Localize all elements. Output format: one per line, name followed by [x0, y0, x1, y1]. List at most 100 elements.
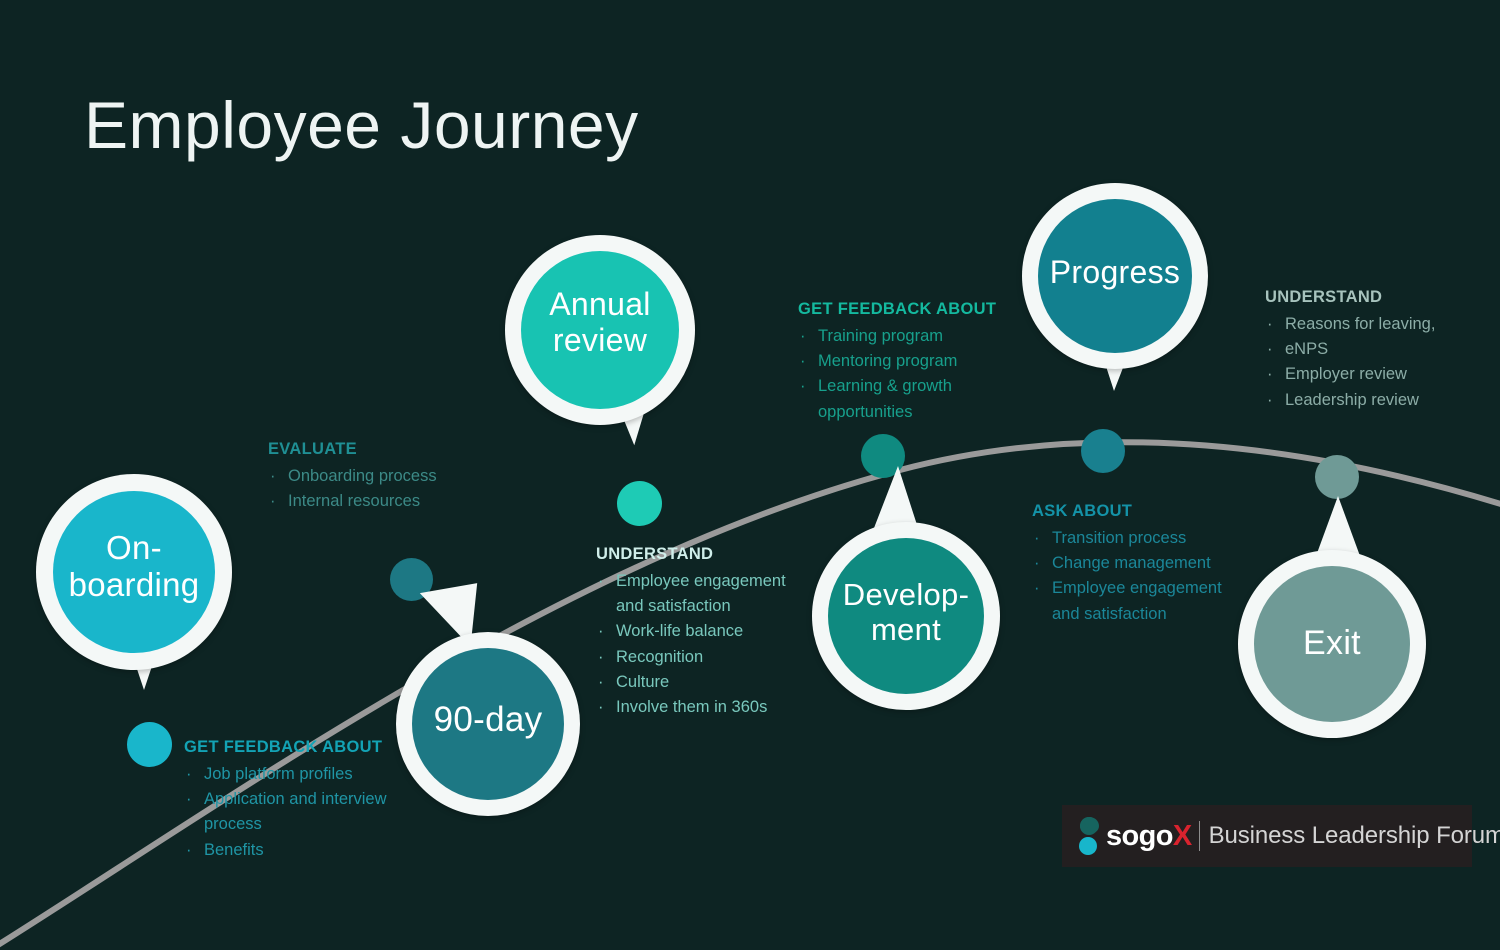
bullet-icon: · — [186, 840, 192, 859]
list-item: · eNPS — [1265, 337, 1490, 362]
bullet-icon: · — [598, 698, 604, 717]
bubble-onboarding[interactable]: On- boarding — [36, 474, 232, 690]
bubble-tail-development — [874, 466, 918, 528]
bubble-disc-progress — [1038, 199, 1192, 353]
bullet-icon: · — [598, 572, 604, 590]
list-item: · Employee engagement and satisfaction — [1032, 576, 1232, 626]
page-title: Employee Journey — [84, 88, 639, 162]
list-item: · Work-life balance — [596, 619, 811, 644]
bullet-icon: · — [1267, 390, 1273, 409]
list-item-label: Involve them in 360s — [616, 698, 768, 717]
list-item: · Leadership review — [1265, 388, 1490, 413]
bullet-icon: · — [800, 327, 806, 345]
list-item-label: eNPS — [1285, 340, 1329, 359]
list-item: · Change management — [1032, 551, 1232, 576]
list-item-label: Employee engagement and satisfaction — [1052, 579, 1222, 623]
list-item-label: Reasons for leaving, — [1285, 315, 1436, 333]
arc-dot-5 — [1081, 429, 1125, 473]
list-item-label: Employee engagement and satisfaction — [616, 572, 786, 616]
list-item-label: Culture — [616, 672, 670, 691]
bullet-icon: · — [598, 622, 604, 641]
list-item: · Mentoring program — [798, 349, 1013, 374]
bubble-disc-annual-review — [521, 251, 679, 409]
list-item-label: Internal resources — [288, 492, 421, 511]
sogox-droplet-icon — [1076, 815, 1102, 857]
bullet-icon: · — [598, 672, 604, 691]
arc-dot-6 — [1315, 455, 1359, 499]
list-item-label: Benefits — [204, 840, 264, 859]
list-item-label: Recognition — [616, 647, 704, 666]
bullet-icon: · — [186, 790, 192, 809]
list-item: · Benefits — [184, 838, 404, 863]
list-item: · Internal resources — [268, 489, 468, 514]
bullet-icon: · — [800, 377, 806, 396]
block-list-get-feedback-recruitment: · Job platform profiles · Application an… — [184, 762, 404, 863]
bubble-annual-review[interactable]: Annual review — [505, 235, 695, 448]
list-item: · Training program — [798, 324, 1013, 349]
bubble-disc-onboarding — [53, 491, 215, 653]
sogox-logo[interactable]: sogoX Business Leadership Forum — [1062, 805, 1500, 867]
block-heading-evaluate: EVALUATE — [268, 440, 357, 458]
list-item-label: Leadership review — [1285, 390, 1419, 409]
bullet-icon: · — [1034, 554, 1040, 573]
block-heading-ask-about: ASK ABOUT — [1032, 502, 1133, 520]
list-item-label: Job platform profiles — [204, 765, 353, 783]
sogox-wordmark: sogoX — [1106, 819, 1192, 852]
list-item-label: Work-life balance — [616, 622, 744, 641]
text-block-get-feedback-recruitment: GET FEEDBACK ABOUT · Job platform profil… — [184, 738, 404, 863]
text-block-ask-about: ASK ABOUT · Transition process · Change … — [1032, 502, 1232, 627]
list-item: · Employer review — [1265, 362, 1490, 387]
list-item: · Onboarding process — [268, 464, 468, 489]
list-item-label: Mentoring program — [818, 352, 958, 371]
text-block-understand-exit: UNDERSTAND · Reasons for leaving, · eNPS… — [1265, 288, 1490, 413]
block-list-evaluate: · Onboarding process · Internal resource… — [268, 464, 468, 514]
bubble-tail-exit — [1316, 496, 1360, 556]
bubble-progress[interactable]: Progress — [1022, 183, 1208, 391]
list-item-label: Learning & growth opportunities — [818, 377, 952, 421]
list-item-label: Application and interview process — [204, 790, 387, 834]
arc-dot-2 — [390, 558, 433, 601]
text-block-get-feedback-development: GET FEEDBACK ABOUT · Training program · … — [798, 300, 1013, 425]
bullet-icon: · — [1267, 340, 1273, 359]
text-block-understand-engagement: UNDERSTAND · Employee engagement and sat… — [596, 545, 811, 720]
list-item-label: Training program — [818, 327, 944, 345]
list-item: · Job platform profiles — [184, 762, 404, 787]
block-list-understand-engagement: · Employee engagement and satisfaction ·… — [596, 569, 811, 720]
block-heading-understand-exit: UNDERSTAND — [1265, 288, 1383, 306]
list-item: · Reasons for leaving, — [1265, 312, 1490, 337]
list-item-label: Onboarding process — [288, 467, 437, 485]
bullet-icon: · — [1034, 529, 1040, 547]
block-list-get-feedback-development: · Training program · Mentoring program ·… — [798, 324, 1013, 425]
list-item-label: Employer review — [1285, 365, 1407, 384]
logo-divider — [1198, 821, 1200, 851]
logo-word-main: sogo — [1106, 819, 1173, 852]
logo-tagline: Business Leadership Forum — [1208, 822, 1500, 849]
bullet-icon: · — [1267, 365, 1273, 384]
text-block-evaluate: EVALUATE · Onboarding process · Internal… — [268, 440, 468, 514]
list-item: · Employee engagement and satisfaction — [596, 569, 811, 619]
bubble-disc-development — [828, 538, 984, 694]
list-item-label: Transition process — [1052, 529, 1187, 547]
list-item: · Culture — [596, 670, 811, 695]
block-list-understand-exit: · Reasons for leaving, · eNPS · Employer… — [1265, 312, 1490, 413]
list-item: · Transition process — [1032, 526, 1232, 551]
bubble-disc-90day — [412, 648, 564, 800]
list-item: · Involve them in 360s — [596, 695, 811, 720]
arc-dot-3 — [617, 481, 662, 526]
bullet-icon: · — [1267, 315, 1273, 333]
bubble-development[interactable]: Develop- ment — [812, 466, 1000, 710]
bullet-icon: · — [800, 352, 806, 371]
bullet-icon: · — [270, 467, 276, 485]
bubble-90day[interactable]: 90-day — [396, 577, 580, 816]
bubble-disc-exit — [1254, 566, 1410, 722]
list-item: · Application and interview process — [184, 787, 404, 837]
bubble-exit[interactable]: Exit — [1238, 496, 1426, 738]
block-heading-get-feedback-recruitment: GET FEEDBACK ABOUT — [184, 738, 383, 756]
list-item-label: Change management — [1052, 554, 1211, 573]
logo-word-accent: X — [1172, 819, 1192, 852]
block-list-ask-about: · Transition process · Change management… — [1032, 526, 1232, 627]
bullet-icon: · — [270, 492, 276, 511]
block-heading-understand-engagement: UNDERSTAND — [596, 545, 714, 563]
list-item: · Recognition — [596, 645, 811, 670]
